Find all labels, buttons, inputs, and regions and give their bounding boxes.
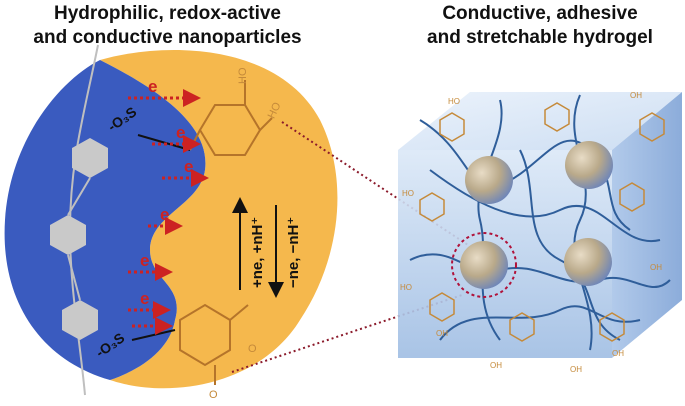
hydroxyl-label: OH bbox=[612, 349, 624, 358]
hydroxyl-label: HO bbox=[448, 97, 460, 106]
oxidation-label: −ne, −nH⁺ bbox=[285, 217, 302, 288]
polymer-ring bbox=[72, 138, 108, 178]
left-title-line1: Hydrophilic, redox-active bbox=[53, 3, 281, 24]
nanoparticle-sphere bbox=[460, 241, 508, 289]
left-title-line2: and conductive nanoparticles bbox=[33, 27, 302, 48]
zoom-connector-bottom bbox=[231, 294, 463, 373]
polymer-bond bbox=[67, 254, 81, 301]
hydroxyl-top: HO bbox=[237, 67, 249, 84]
electron-label: e bbox=[184, 157, 193, 176]
polymer-ring bbox=[50, 215, 86, 255]
hydrogel-cube: HO OH HO OH OH OH OH HO OH bbox=[398, 91, 682, 374]
cube-top-face bbox=[398, 92, 682, 150]
electron-label: e bbox=[176, 123, 185, 142]
nanoparticle-sphere bbox=[565, 141, 613, 189]
polymer-network bbox=[409, 94, 671, 351]
highlighted-particle-ring bbox=[451, 232, 517, 298]
hydroxyl-label: OH bbox=[630, 91, 642, 100]
catechol-bond bbox=[259, 117, 273, 131]
right-title-line1: Conductive, adhesive bbox=[442, 3, 638, 24]
hydroxyl-label: HO bbox=[402, 189, 414, 198]
polymer-bond bbox=[67, 177, 91, 216]
hydroxyl-label: OH bbox=[490, 361, 502, 370]
electron-label: e bbox=[148, 77, 157, 96]
hydroxyl-label: OH bbox=[436, 329, 448, 338]
hydroxyl-label: OH bbox=[570, 365, 582, 374]
catechol-decorations bbox=[419, 102, 665, 342]
hydroxyl-label: HO bbox=[400, 283, 412, 292]
catechol-ring-bottom bbox=[179, 303, 231, 367]
reduction-label: +ne, +nH⁺ bbox=[249, 217, 266, 288]
right-title-line2: and stretchable hydrogel bbox=[427, 27, 653, 48]
nanoparticle-sphere bbox=[465, 156, 513, 204]
hydroxyl-label: OH bbox=[650, 263, 662, 272]
left-title: Hydrophilic, redox-active and conductive… bbox=[0, 2, 335, 50]
nanoparticle-sphere bbox=[564, 238, 612, 286]
electron-label: e bbox=[140, 289, 149, 308]
electron-transfer-arrows: e e e e e e bbox=[128, 77, 209, 335]
right-title: Conductive, adhesive and stretchable hyd… bbox=[395, 2, 685, 50]
cube-right-face bbox=[612, 92, 682, 358]
polymer-ring bbox=[62, 300, 98, 340]
quinone-bond bbox=[229, 304, 249, 321]
electron-label: e bbox=[140, 251, 149, 270]
carbonyl-right: O bbox=[248, 343, 257, 355]
carbonyl-bottom: O bbox=[209, 389, 218, 401]
electron-label: e bbox=[160, 205, 169, 224]
nanoparticle-illustration: -O₃S -O₃S HO HO O O +ne, +nH⁺ −ne, −nH⁺ bbox=[4, 44, 338, 401]
catechol-region bbox=[100, 49, 338, 389]
